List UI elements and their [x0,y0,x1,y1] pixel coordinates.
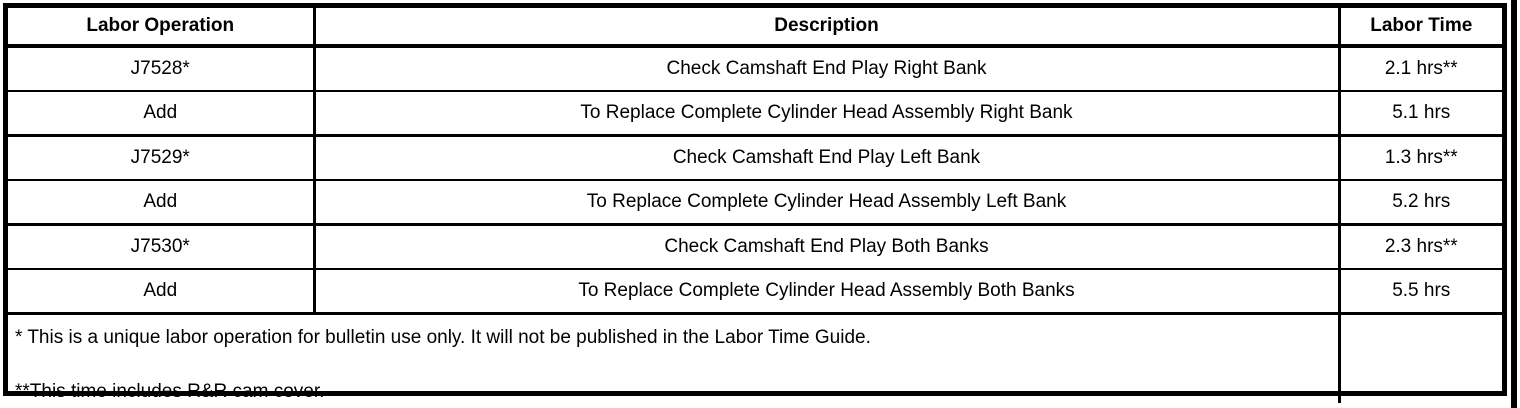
time-cell: 5.1 hrs [1339,91,1502,137]
operation-cell: J7530* [8,224,316,270]
operation-cell: J7528* [8,46,316,92]
table-row: Add To Replace Complete Cylinder Head As… [8,269,1502,315]
operation-cell: Add [8,91,316,137]
description-cell: Check Camshaft End Play Left Bank [314,135,1341,181]
operation-cell: Add [8,180,316,226]
header-row: Labor Operation Description Labor Time [8,8,1502,48]
time-cell: 2.3 hrs** [1339,224,1502,270]
table-row: J7530* Check Camshaft End Play Both Bank… [8,224,1502,270]
time-cell: 2.1 hrs** [1339,46,1502,92]
footnote-unique-labor-operation: * This is a unique labor operation for b… [15,327,871,348]
operation-cell: J7529* [8,135,316,181]
table-row: Add To Replace Complete Cylinder Head As… [8,91,1502,137]
time-cell: 1.3 hrs** [1339,135,1502,181]
time-cell: 5.5 hrs [1339,269,1502,315]
description-cell: Check Camshaft End Play Both Banks [314,224,1341,270]
time-cell: 5.2 hrs [1339,180,1502,226]
page-edge-line [1511,0,1517,408]
table-row: J7528* Check Camshaft End Play Right Ban… [8,46,1502,92]
description-cell: To Replace Complete Cylinder Head Assemb… [314,180,1341,226]
labor-time-table-frame: Labor Operation Description Labor Time J… [3,3,1507,403]
description-cell: Check Camshaft End Play Right Bank [314,46,1341,92]
operation-cell: Add [8,269,316,315]
footnotes-row: * This is a unique labor operation for b… [8,313,1502,404]
description-cell: To Replace Complete Cylinder Head Assemb… [314,269,1341,315]
column-header-labor-time: Labor Time [1339,8,1502,48]
description-cell: To Replace Complete Cylinder Head Assemb… [314,91,1341,137]
footnotes-cell: * This is a unique labor operation for b… [8,313,1341,403]
column-header-labor-operation: Labor Operation [8,8,316,48]
footer-empty-time-cell [1339,314,1502,404]
footnote-rr-cam-cover: **This time includes R&R cam cover. [15,381,325,402]
column-header-description: Description [314,8,1341,48]
labor-time-table: Labor Operation Description Labor Time J… [8,8,1502,403]
table-row: J7529* Check Camshaft End Play Left Bank… [8,135,1502,181]
table-row: Add To Replace Complete Cylinder Head As… [8,180,1502,226]
